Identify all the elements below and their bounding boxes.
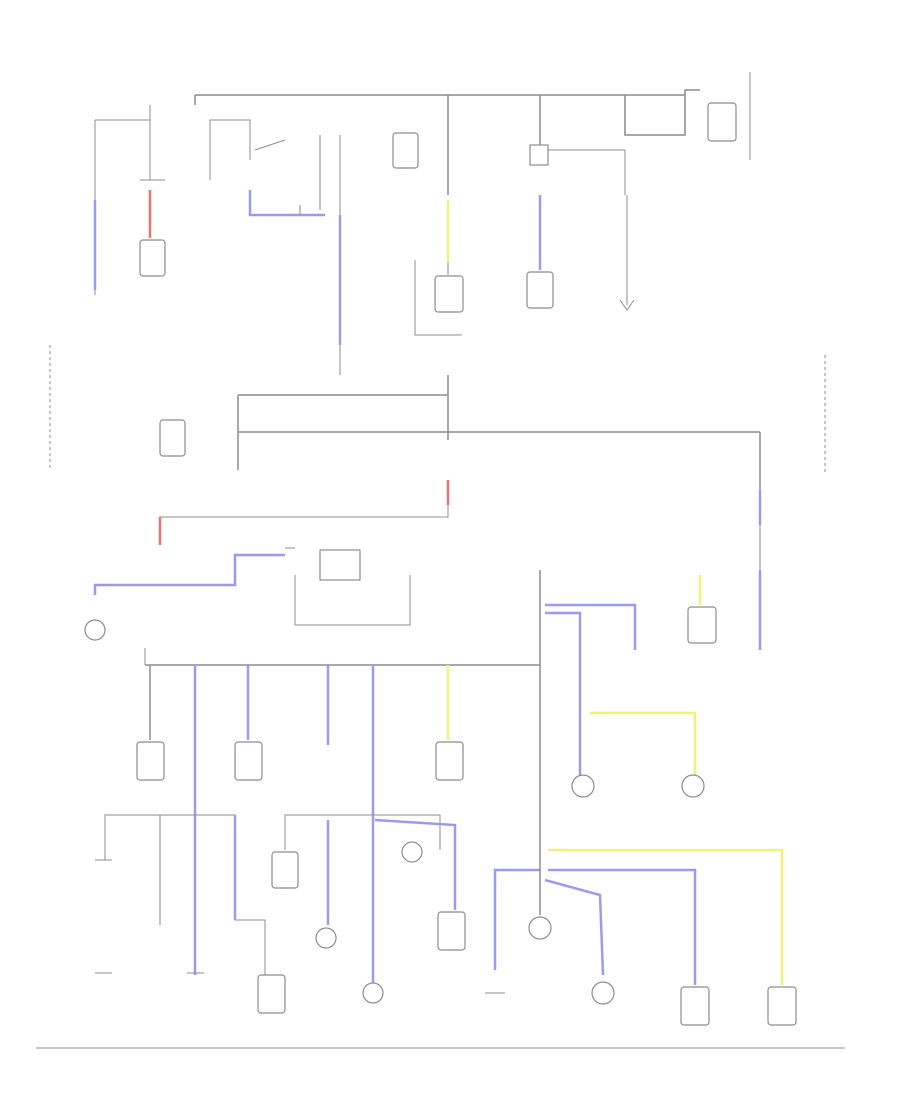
headlight-washer-component — [526, 271, 554, 309]
top-center-component — [392, 132, 419, 169]
tail-light-component — [434, 275, 464, 313]
lower-component-4 — [257, 974, 286, 1014]
right-rear-bulb — [315, 927, 337, 949]
left-rear-bulb — [591, 981, 615, 1005]
right-rear-side-bulb — [362, 982, 384, 1004]
license-light-bulb — [401, 841, 423, 863]
lower-component-8 — [767, 986, 797, 1026]
middle-harness-section — [49, 345, 826, 650]
center-module — [319, 549, 361, 581]
lower-component-6 — [437, 911, 466, 951]
top-right-component — [707, 102, 737, 142]
lower-component-2 — [234, 741, 263, 781]
middle-left-component — [159, 419, 186, 457]
lower-component-5 — [271, 851, 299, 889]
middle-right-component — [687, 606, 717, 644]
front-relay-component — [139, 239, 166, 277]
lower-harness-section — [36, 547, 845, 1049]
lower-component-7 — [680, 986, 710, 1026]
connector-box — [529, 144, 549, 166]
top-harness-section — [93, 72, 751, 375]
left-bulb-1 — [84, 619, 106, 641]
right-stop-light-bulb — [681, 774, 705, 798]
left-rear-side-bulb — [528, 916, 552, 940]
lower-component-1 — [136, 741, 165, 781]
lower-component-3 — [435, 741, 464, 781]
left-stop-light-bulb — [571, 774, 595, 798]
